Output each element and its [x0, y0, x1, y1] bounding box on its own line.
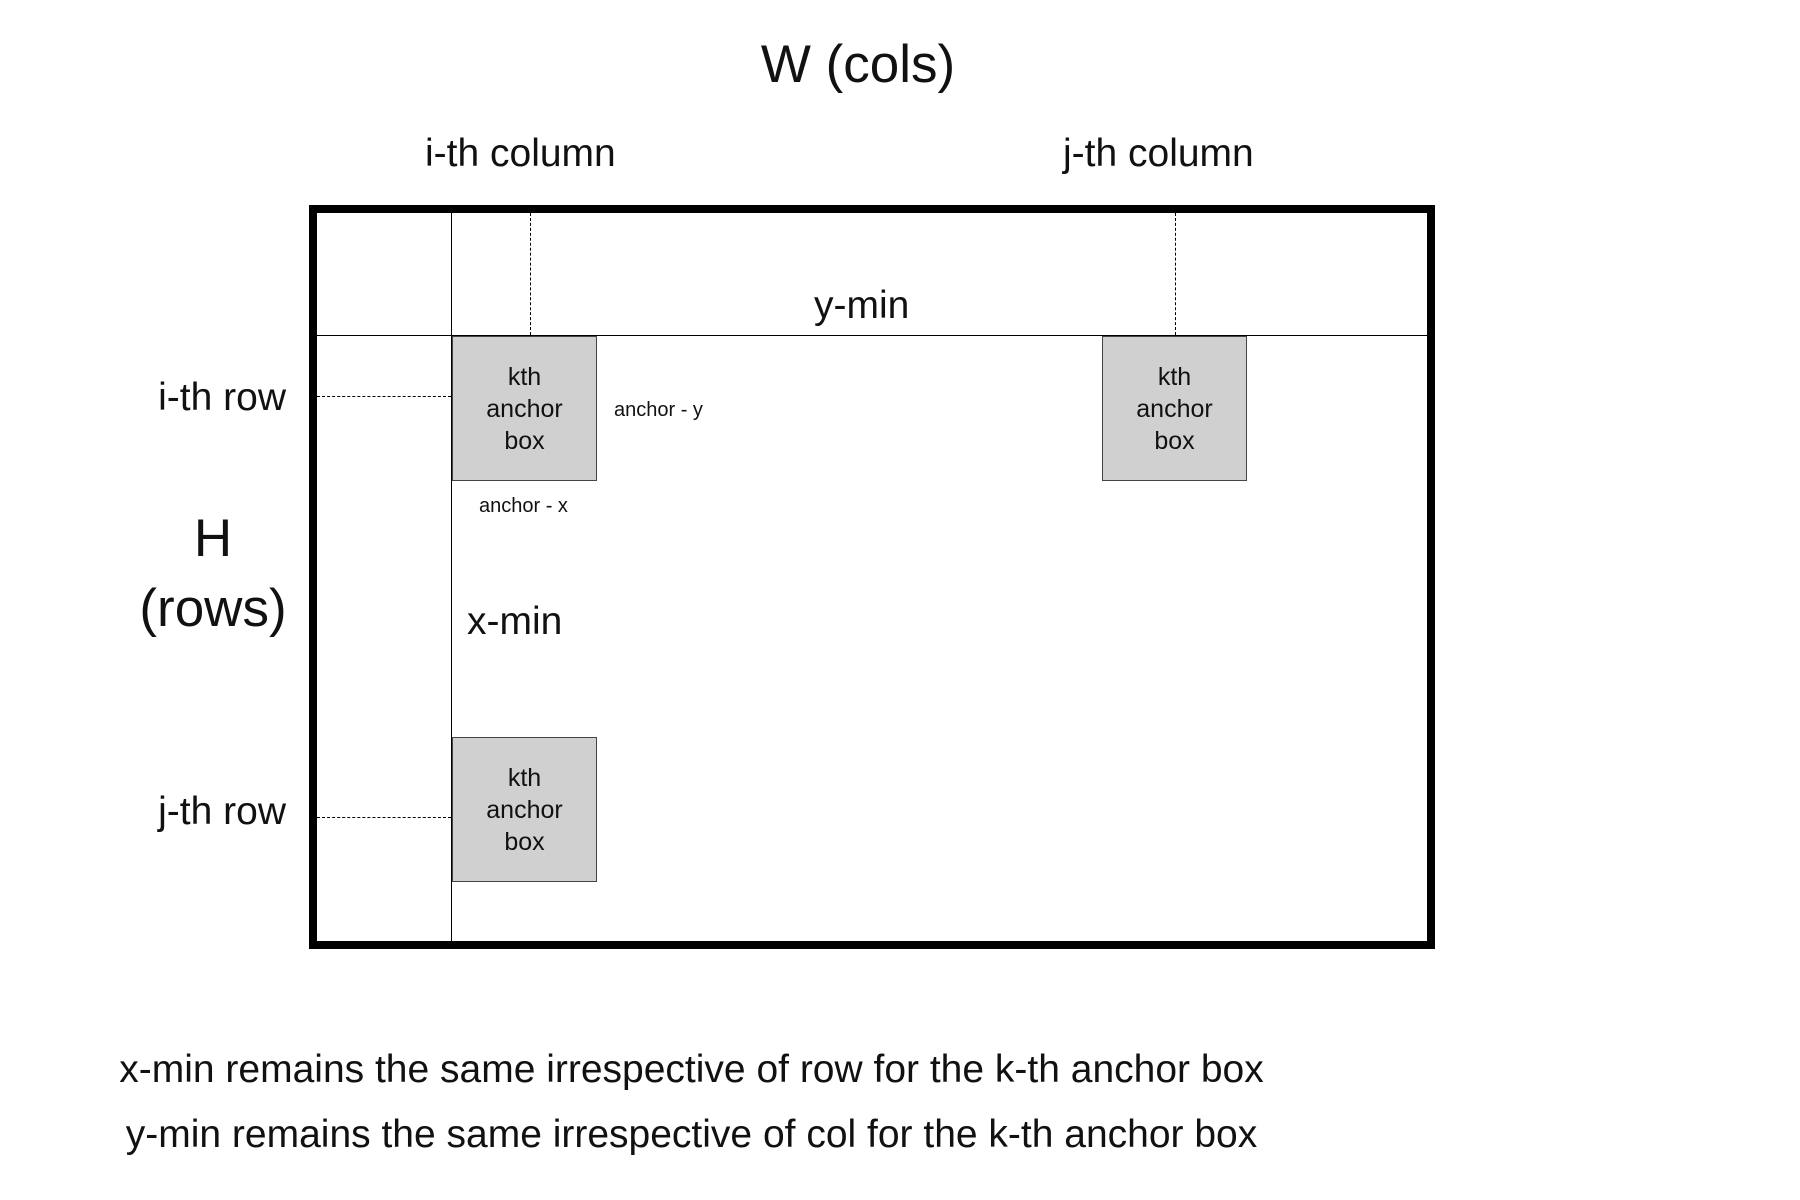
j-th-row-marker	[317, 817, 451, 818]
anchor-box-i-row-i-col: kth anchor box	[452, 336, 597, 481]
y-min-line	[317, 335, 1427, 336]
height-label-line1: H	[193, 509, 233, 568]
j-th-column-label: j-th column	[1063, 132, 1254, 175]
feature-map-grid	[309, 205, 1435, 949]
diagram-title: W (cols)	[760, 35, 956, 94]
anchor-box-j-row-i-col: kth anchor box	[452, 737, 597, 882]
height-label: H (rows)	[118, 504, 308, 644]
y-min-label: y-min	[814, 284, 910, 327]
anchor-box-i-row-j-col: kth anchor box	[1102, 336, 1247, 481]
j-th-row-label: j-th row	[158, 790, 286, 833]
anchor-box-label: kth anchor box	[486, 763, 563, 856]
x-min-note: x-min remains the same irrespective of r…	[119, 1048, 1264, 1091]
i-th-column-marker	[530, 213, 531, 335]
i-th-column-label: i-th column	[425, 132, 616, 175]
height-label-line2: (rows)	[139, 579, 287, 638]
anchor-x-label: anchor - x	[479, 495, 568, 517]
anchor-box-label: kth anchor box	[486, 362, 563, 455]
i-th-row-marker	[317, 396, 451, 397]
x-min-line	[451, 213, 452, 941]
j-th-column-marker	[1175, 213, 1176, 335]
anchor-box-label: kth anchor box	[1136, 362, 1213, 455]
i-th-row-label: i-th row	[158, 376, 286, 419]
anchor-y-label: anchor - y	[614, 399, 703, 421]
y-min-note: y-min remains the same irrespective of c…	[125, 1113, 1258, 1156]
x-min-label: x-min	[467, 600, 563, 643]
